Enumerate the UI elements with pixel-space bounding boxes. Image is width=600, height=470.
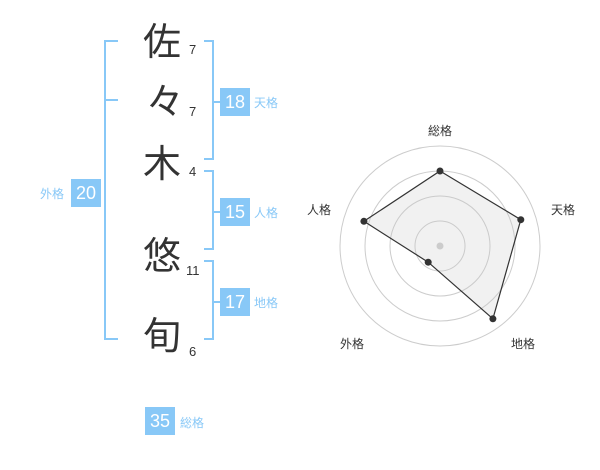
radar-label-tenkaku: 天格 [551, 203, 576, 217]
radar-label-gaikaku: 外格 [340, 337, 365, 351]
tenkaku-label: 天格 [254, 96, 279, 110]
jinkaku-value: 15 [220, 198, 250, 226]
jinkaku-bracket-top [204, 170, 214, 172]
stroke-count-3: 4 [189, 164, 197, 179]
chikaku-value: 17 [220, 288, 250, 316]
gaikaku-value: 20 [71, 179, 101, 207]
radar-point-4 [424, 258, 432, 266]
radar-label-jinkaku: 人格 [307, 203, 332, 217]
stroke-count-1: 7 [189, 42, 197, 57]
chikaku-connector [212, 301, 220, 303]
tenkaku-connector [212, 101, 220, 103]
soukaku-value: 35 [145, 407, 175, 435]
tenkaku-bracket-bottom [204, 158, 214, 160]
radar-grid-ring-4 [339, 145, 541, 347]
radar-grid-ring-1 [414, 220, 466, 272]
jinkaku-connector [212, 211, 220, 213]
radar-point-2 [517, 216, 525, 224]
radar-point-1 [436, 167, 444, 175]
gaikaku-label: 外格 [40, 187, 65, 201]
radar-label-chikaku: 地格 [511, 337, 536, 351]
stroke-count-2: 7 [189, 104, 197, 119]
radar-label-soukaku: 総格 [428, 124, 453, 138]
stroke-count-5: 6 [189, 344, 197, 359]
radar-grid-ring-2 [389, 195, 491, 297]
chikaku-bracket-bottom [204, 338, 214, 340]
jinkaku-bracket-vertical [212, 170, 214, 250]
chikaku-bracket-top [204, 260, 214, 262]
radar-point-5 [360, 217, 368, 225]
stroke-count-4: 11 [186, 263, 200, 278]
name-char-2: 々 [146, 80, 185, 124]
chikaku-bracket-vertical [212, 260, 214, 340]
radar-point-3 [489, 315, 497, 323]
gaikaku-bracket-top [104, 40, 118, 42]
radar-center-dot [436, 242, 444, 250]
tenkaku-bracket-vertical [212, 40, 214, 160]
chikaku-label: 地格 [254, 296, 279, 310]
soukaku-label: 総格 [180, 416, 205, 430]
name-char-4: 悠 [143, 234, 182, 278]
name-char-3: 木 [143, 142, 182, 186]
gaikaku-bracket-bottom [104, 338, 118, 340]
name-char-5: 旬 [143, 314, 182, 358]
tenkaku-value: 18 [220, 88, 250, 116]
jinkaku-bracket-bottom [204, 248, 214, 250]
gaikaku-bracket-mid [104, 99, 118, 101]
gaikaku-bracket-vertical [104, 40, 106, 340]
name-char-1: 佐 [143, 20, 182, 64]
jinkaku-label: 人格 [254, 206, 279, 220]
tenkaku-bracket-top [204, 40, 214, 42]
fortune-radar-chart [339, 145, 541, 347]
